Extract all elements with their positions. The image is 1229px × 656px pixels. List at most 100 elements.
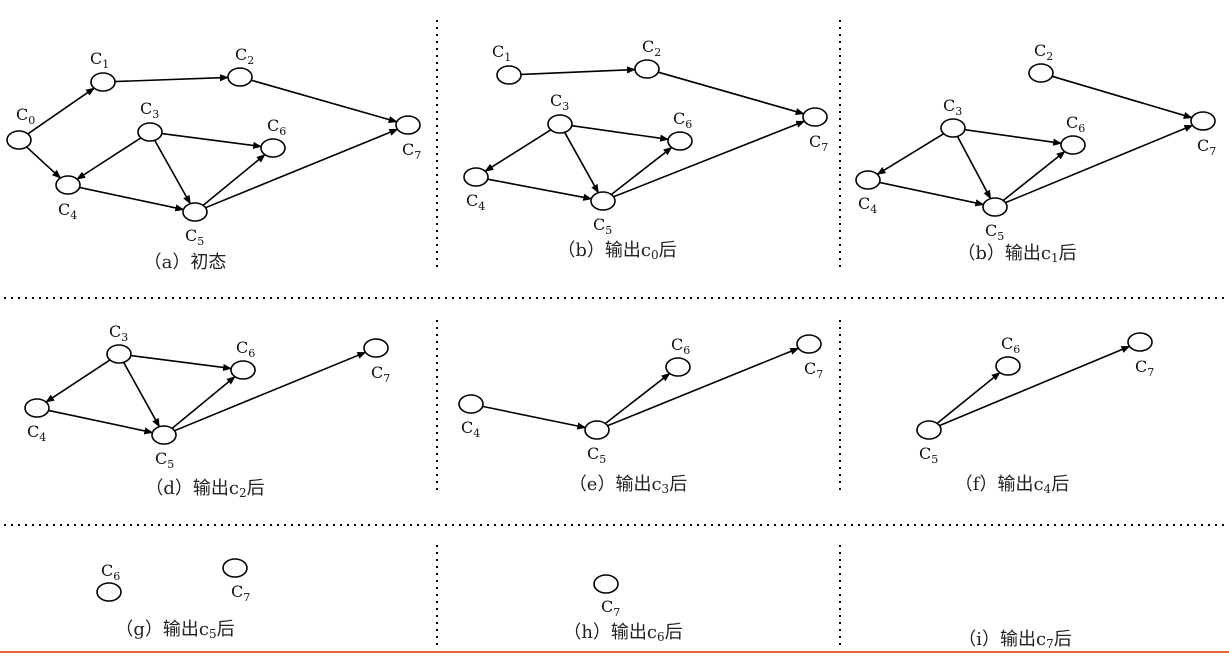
edge-c3-c5 xyxy=(153,139,192,205)
node-label-c2: C2 xyxy=(1034,41,1053,63)
edge-c3-c4 xyxy=(45,359,111,403)
caption-e: （e）输出c3后 xyxy=(569,470,687,496)
edge-c0-c1 xyxy=(27,87,95,135)
edge-c4-c5 xyxy=(487,178,593,201)
caption-subscript: 1 xyxy=(1050,251,1059,265)
caption-subscript: 3 xyxy=(661,482,670,496)
node-c0 xyxy=(6,130,32,150)
edge-c4-c5 xyxy=(879,181,985,207)
caption-g: （g）输出c5后 xyxy=(115,615,234,641)
node-c7 xyxy=(593,574,619,594)
node-c2 xyxy=(1028,63,1054,83)
node-label-c5: C5 xyxy=(185,226,204,248)
caption-suffix: 后 xyxy=(216,619,235,640)
caption-text: （f）输出c xyxy=(954,474,1044,495)
caption-subscript: 0 xyxy=(650,248,659,262)
edge-c2-c7 xyxy=(657,71,805,116)
edge-c5-c7 xyxy=(1005,124,1194,204)
node-c4 xyxy=(458,394,484,414)
node-label-c5: C5 xyxy=(593,215,612,237)
node-label-c0: C0 xyxy=(16,105,35,127)
node-c1 xyxy=(496,65,522,85)
node-c7 xyxy=(363,338,389,358)
caption-suffix: 后 xyxy=(1051,474,1070,495)
edge-c3-c4 xyxy=(76,137,142,180)
node-c3 xyxy=(106,344,132,364)
node-label-c7: C7 xyxy=(231,582,250,604)
node-label-c5: C5 xyxy=(587,444,606,466)
node-label-c4: C4 xyxy=(461,418,480,440)
node-c6 xyxy=(230,360,256,380)
caption-b0: （b）输出c0后 xyxy=(557,236,676,262)
edge-c5-c6 xyxy=(1002,150,1066,202)
node-c4 xyxy=(55,175,81,195)
node-c5 xyxy=(151,425,177,445)
node-label-c2: C2 xyxy=(642,37,661,59)
caption-suffix: 后 xyxy=(669,474,688,495)
caption-suffix: 后 xyxy=(1058,243,1077,264)
edge-c5-c7 xyxy=(174,351,367,432)
panel-separators xyxy=(4,20,1225,648)
node-label-c7: C7 xyxy=(804,359,823,381)
node-c6 xyxy=(667,131,693,151)
caption-a: （a）初态 xyxy=(144,248,227,274)
caption-b1: （b）输出c1后 xyxy=(957,239,1076,265)
caption-subscript: 6 xyxy=(657,630,665,644)
node-c6 xyxy=(665,357,691,377)
node-label-c7: C7 xyxy=(1197,136,1216,158)
node-c2 xyxy=(634,59,660,79)
edge-c5-c6 xyxy=(171,376,236,429)
edge-c0-c4 xyxy=(26,146,62,179)
edge-c5-c6 xyxy=(202,154,266,206)
caption-text: （i）输出c xyxy=(958,629,1047,650)
node-label-c1: C1 xyxy=(492,42,511,64)
edge-c5-c6 xyxy=(936,371,1001,425)
edge-c3-c5 xyxy=(563,131,600,194)
caption-subscript: 4 xyxy=(1043,482,1052,496)
node-c7 xyxy=(1127,332,1153,352)
caption-subscript: 2 xyxy=(238,486,247,500)
node-c4 xyxy=(855,170,881,190)
node-c7 xyxy=(222,558,248,578)
node-c5 xyxy=(982,197,1008,217)
node-label-c3: C3 xyxy=(109,322,128,344)
caption-i: （i）输出c7后 xyxy=(958,625,1071,651)
node-c5 xyxy=(590,191,616,211)
edge-c1-c2 xyxy=(114,74,229,83)
node-label-c4: C4 xyxy=(27,422,46,444)
node-c3 xyxy=(547,114,573,134)
node-label-c3: C3 xyxy=(943,96,962,118)
edge-c3-c4 xyxy=(876,133,945,175)
edge-c3-c5 xyxy=(956,135,992,200)
node-label-c6: C6 xyxy=(673,109,692,131)
node-c5 xyxy=(182,202,208,222)
caption-h: （h）输出c6后 xyxy=(563,618,682,644)
edge-c5-c7 xyxy=(939,345,1131,427)
caption-suffix: 后 xyxy=(658,240,677,261)
edge-c1-c2 xyxy=(520,66,636,76)
edge-c4-c5 xyxy=(482,405,587,430)
edge-c3-c4 xyxy=(484,129,552,172)
edge-c3-c6 xyxy=(571,124,670,142)
node-c6 xyxy=(96,582,122,602)
caption-text: （g）输出c xyxy=(115,619,209,640)
edge-c3-c6 xyxy=(130,354,233,372)
node-label-c6: C6 xyxy=(236,338,255,360)
node-label-c7: C7 xyxy=(1135,357,1154,379)
node-c4 xyxy=(24,398,50,418)
node-c7 xyxy=(1190,111,1216,131)
node-label-c5: C5 xyxy=(985,221,1004,243)
node-c7 xyxy=(395,115,421,135)
caption-text: （b）输出c xyxy=(957,243,1051,264)
edge-c5-c7 xyxy=(607,347,800,427)
caption-text: （b）输出c xyxy=(557,240,651,261)
node-c1 xyxy=(90,72,116,92)
caption-text: （a）初态 xyxy=(143,252,227,273)
caption-f: （f）输出c4后 xyxy=(955,470,1069,496)
bottom-rule xyxy=(0,651,1229,653)
